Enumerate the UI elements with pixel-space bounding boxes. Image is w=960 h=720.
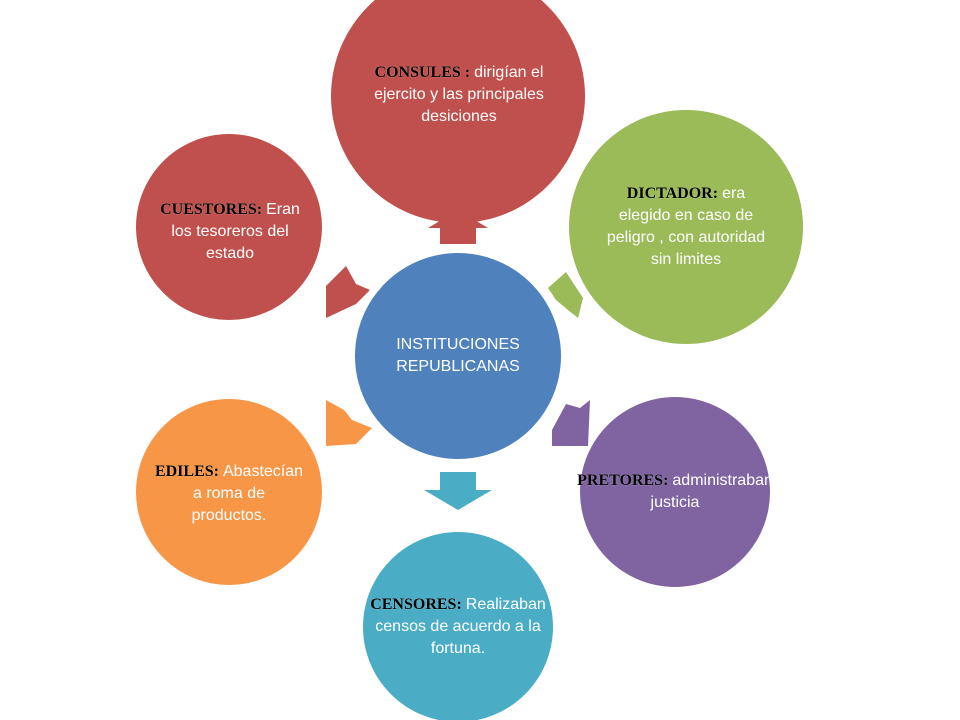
consules-circle	[331, 0, 585, 223]
center-label: INSTITUCIONES REPUBLICANAS	[378, 316, 538, 396]
consules-title: CONSULES :	[374, 64, 471, 81]
pretores-title: PRETORES:	[577, 472, 669, 489]
center-text: INSTITUCIONES REPUBLICANAS	[396, 336, 520, 375]
arrow-ediles	[326, 400, 372, 446]
cuestores-circle	[136, 134, 322, 320]
censores-text: Realizaban censos de acuerdo a la fortun…	[375, 596, 546, 657]
pretores-text: administraban justicia	[650, 472, 773, 511]
pretores-circle	[580, 397, 770, 587]
arrow-dictador	[548, 272, 583, 318]
ediles-text: Abastecían a roma de productos.	[191, 463, 304, 524]
consules-text: dirigían el ejercito y las principales d…	[374, 64, 544, 125]
dictador-text: era elegido en caso de peligro , con aut…	[606, 185, 766, 268]
cuestores-title: CUESTORES:	[160, 201, 263, 218]
arrow-cuestores	[326, 266, 370, 318]
dictador-circle	[569, 110, 803, 344]
censores-circle	[363, 532, 553, 720]
pretores-node: PRETORES:administraban justicia	[577, 456, 773, 528]
center-circle	[355, 253, 561, 459]
cuestores-node: CUESTORES:Eran los tesoreros del estado	[160, 184, 300, 280]
ediles-circle	[136, 399, 322, 585]
cuestores-text: Eran los tesoreros del estado	[171, 201, 300, 262]
dictador-title: DICTADOR:	[626, 185, 719, 202]
censores-title: CENSORES:	[370, 596, 462, 613]
ediles-title: EDILES:	[154, 463, 219, 480]
censores-node: CENSORES:Realizaban censos de acuerdo a …	[370, 566, 546, 688]
ediles-node: EDILES:Abastecían a roma de productos.	[155, 446, 303, 542]
arrow-pretores	[552, 400, 590, 446]
arrow-up-consules	[428, 210, 488, 244]
arrow-down-censores	[424, 472, 492, 510]
dictador-node: DICTADOR:era elegido en caso de peligro …	[604, 168, 768, 286]
consules-node: CONSULES :dirigían el ejercito y las pri…	[368, 40, 550, 150]
